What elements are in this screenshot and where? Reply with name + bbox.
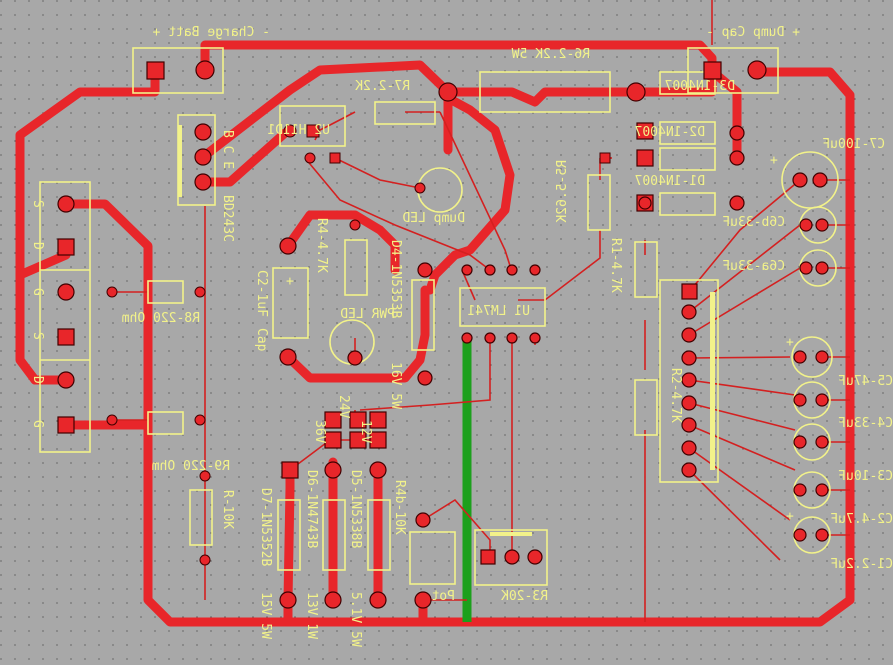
label-jumper-24v: 24V bbox=[336, 395, 351, 419]
label-r7: R7-2.2K bbox=[355, 79, 410, 94]
label-tr2-s: S bbox=[30, 332, 45, 340]
label-tr1-g: G bbox=[30, 288, 45, 296]
label-c1: C1-2.2uF bbox=[830, 557, 893, 572]
small-pads bbox=[106, 124, 611, 566]
label-r6: R6-2.2K 5W bbox=[512, 47, 590, 62]
label-r9: R9-220 Ohm bbox=[152, 459, 230, 474]
label-r5: R5-5.62K bbox=[555, 160, 570, 223]
label-charge-batt: - Charge Batt + bbox=[152, 25, 270, 40]
label-dump-cap: + Dump Cap - bbox=[706, 25, 800, 40]
label-plus-2: + bbox=[786, 335, 794, 350]
label-c6a: C6a-33uF bbox=[722, 259, 785, 274]
label-dump-led: Dump LED bbox=[402, 211, 465, 226]
label-jumper-36v: 36V bbox=[312, 420, 327, 444]
label-d6: D6-1N4743B bbox=[304, 470, 319, 548]
label-u2: U2 H11D1 bbox=[267, 123, 330, 138]
label-r1: R1-4.7K bbox=[608, 238, 623, 293]
silk-bar-r2 bbox=[710, 292, 715, 470]
label-jumper-12v: 12V bbox=[358, 420, 373, 444]
label-u1: U1 LM741 bbox=[467, 304, 530, 319]
label-r4: R4-4.7K bbox=[314, 218, 329, 273]
label-d1: D1-1N4007 bbox=[635, 174, 705, 189]
label-plus-4: + bbox=[286, 274, 294, 289]
label-tr1-s: S bbox=[30, 200, 45, 208]
pads bbox=[57, 60, 829, 609]
label-c3: C3-10uF bbox=[838, 469, 893, 484]
label-tr1-d: D bbox=[30, 242, 45, 250]
label-tr2-g: G bbox=[30, 420, 45, 428]
label-d5: D5-1N5338B bbox=[348, 470, 363, 548]
label-r8: R8-220 Ohm bbox=[122, 311, 200, 326]
silk-bar-bd243c bbox=[178, 125, 182, 197]
label-d7-rating: 15V 5W bbox=[258, 592, 273, 639]
signal-traces bbox=[112, 0, 850, 622]
label-pwr-led: PWR LED bbox=[340, 307, 395, 322]
silk-bar-r3 bbox=[490, 532, 532, 536]
label-pot: Pot bbox=[432, 589, 455, 604]
label-r4b: R4b-10K bbox=[392, 480, 407, 535]
label-bd243c: BD243C bbox=[220, 195, 235, 242]
silk-labels: - Charge Batt + + Dump Cap - R6-2.2K 5W … bbox=[30, 25, 893, 647]
label-r2: R2-4.7K bbox=[668, 368, 683, 423]
label-r3: R3-20K bbox=[501, 589, 548, 604]
label-d2: D2-1N4007 bbox=[635, 125, 705, 140]
label-tr2-d: D bbox=[30, 376, 45, 384]
label-c5: C5-47uF bbox=[838, 374, 893, 389]
label-d5-rating: 5.1V 5W bbox=[348, 592, 363, 647]
label-cap: Cap bbox=[254, 328, 269, 352]
label-d3: D3-1N4007 bbox=[665, 79, 735, 94]
label-d4: D4-1N5353B bbox=[388, 240, 403, 318]
label-c4: C4-33uF bbox=[838, 416, 893, 431]
label-d6-rating: 13V 1W bbox=[304, 592, 319, 639]
label-c2b: C2-4.7uF bbox=[830, 512, 893, 527]
label-c6b: C6b-33uF bbox=[722, 215, 785, 230]
silkscreen bbox=[39, 47, 839, 586]
label-plus-3: + bbox=[786, 509, 794, 524]
label-c2: C2-1uF bbox=[254, 270, 269, 317]
label-r-10k: R-10K bbox=[220, 490, 235, 529]
label-d7: D7-1N5352B bbox=[258, 488, 273, 566]
label-c7: C7-100uF bbox=[822, 137, 885, 152]
label-bd-pins: B C E bbox=[220, 130, 235, 169]
label-plus-1: + bbox=[770, 153, 778, 168]
label-d4-rating: 16V 5W bbox=[388, 362, 403, 409]
